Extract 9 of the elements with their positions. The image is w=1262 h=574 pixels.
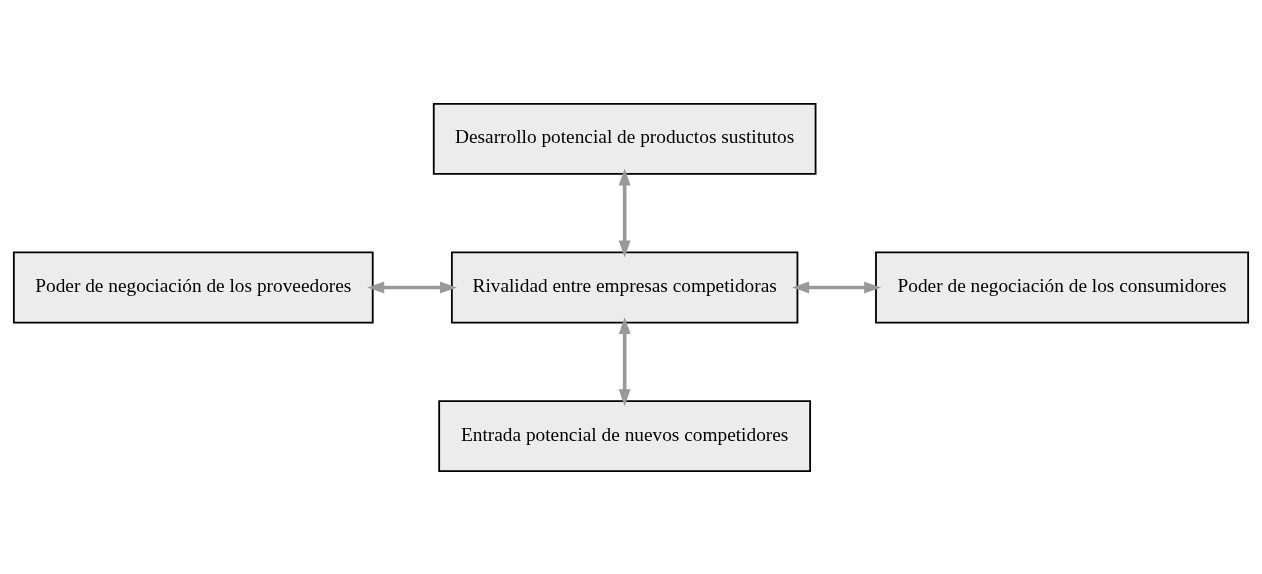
arrow — [618, 168, 631, 258]
node-box: Rivalidad entre empresas competidoras — [450, 251, 799, 323]
arrow — [792, 281, 882, 293]
arrow — [618, 316, 631, 406]
node-box: Desarrollo potencial de productos sustitutos — [432, 102, 817, 175]
arrow — [367, 281, 457, 293]
node-box: Poder de negociación de los consumidores — [875, 251, 1250, 323]
node-box: Poder de negociación de los proveedores — [12, 251, 374, 323]
node-box: Entrada potencial de nuevos competidores — [438, 399, 812, 472]
